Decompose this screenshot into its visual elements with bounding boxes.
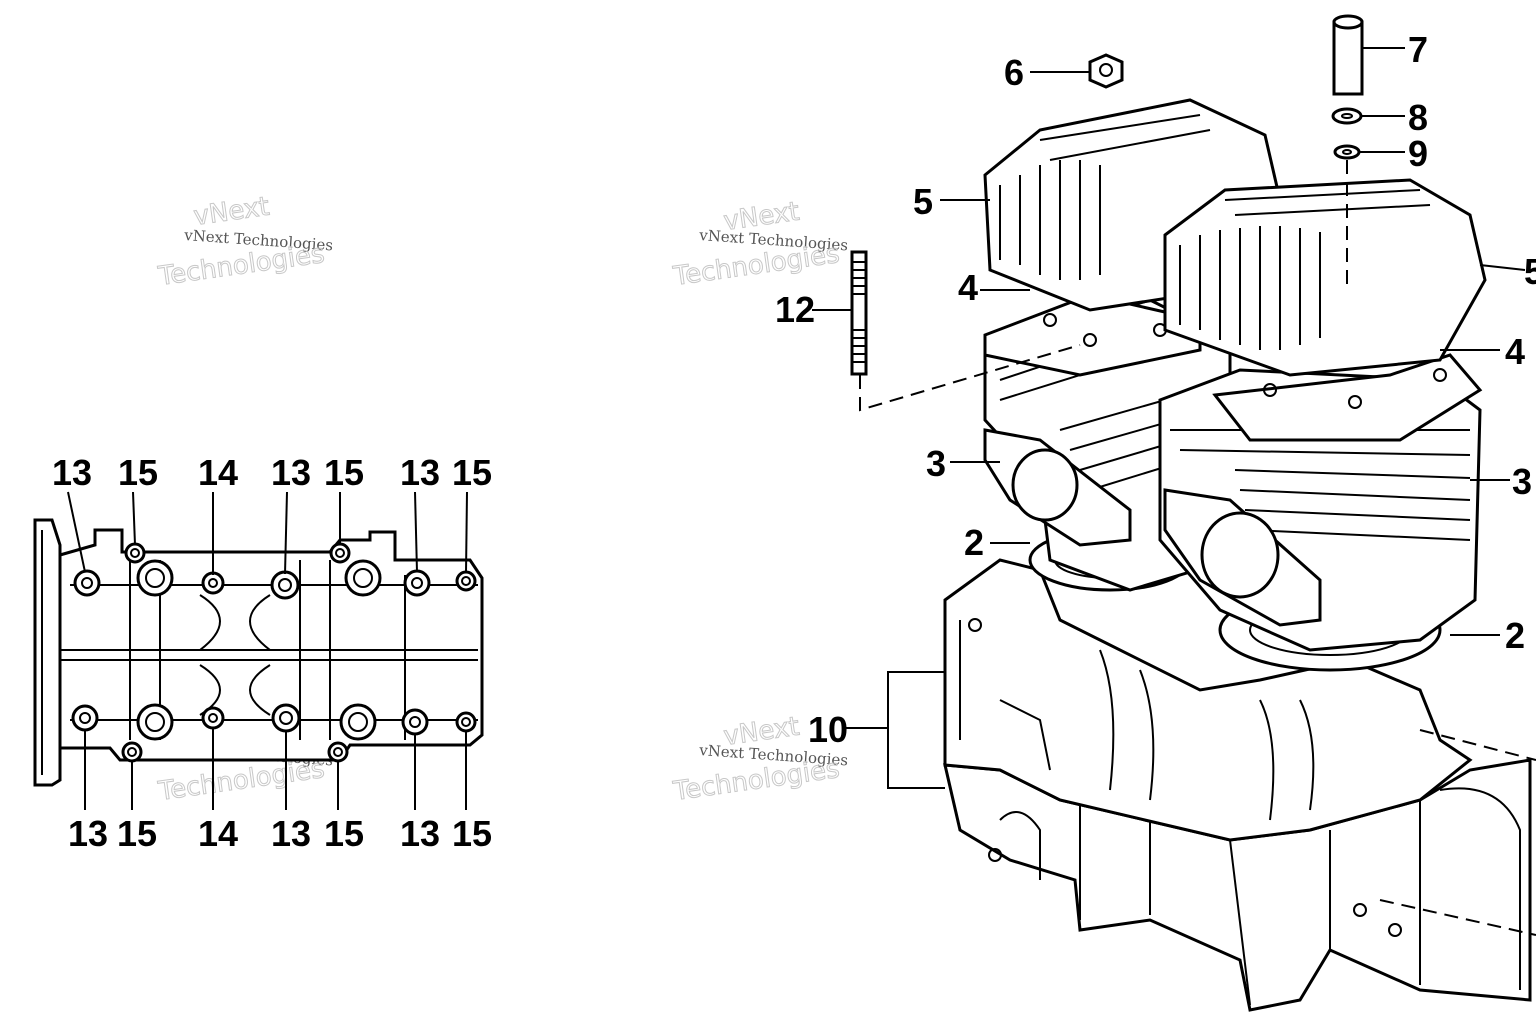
callout-6: 6 xyxy=(1004,52,1024,93)
callout-9: 9 xyxy=(1408,133,1428,174)
callout-3-left: 3 xyxy=(926,443,946,484)
callout-7: 7 xyxy=(1408,29,1428,70)
label-13-bottom-3: 13 xyxy=(400,813,440,854)
callout-2-right: 2 xyxy=(1505,615,1525,656)
label-15-top-2: 15 xyxy=(324,452,364,493)
label-15-top-1: 15 xyxy=(118,452,158,493)
label-13-top-1: 13 xyxy=(52,452,92,493)
label-13-top-2: 13 xyxy=(271,452,311,493)
callout-8: 8 xyxy=(1408,97,1428,138)
label-13-bottom-2: 13 xyxy=(271,813,311,854)
label-13-bottom-1: 13 xyxy=(68,813,108,854)
label-15-top-3: 15 xyxy=(452,452,492,493)
label-13-top-3: 13 xyxy=(400,452,440,493)
label-14-bottom: 14 xyxy=(198,813,238,854)
label-15-bottom-2: 15 xyxy=(324,813,364,854)
label-15-bottom-3: 15 xyxy=(452,813,492,854)
callout-3-right: 3 xyxy=(1512,461,1532,502)
callout-5-right: 5 xyxy=(1524,251,1536,292)
label-14-top: 14 xyxy=(198,452,238,493)
callout-4-left: 4 xyxy=(958,267,978,308)
callout-5-left: 5 xyxy=(913,181,933,222)
svg-text:vNext: vNext xyxy=(192,192,271,232)
callout-leaders xyxy=(812,47,1526,789)
label-15-bottom-1: 15 xyxy=(117,813,157,854)
watermark-left-top: vNext vNext Technologies Technologies xyxy=(155,191,333,292)
callout-2-left: 2 xyxy=(964,522,984,563)
intake-manifold-view xyxy=(33,491,484,810)
callout-12: 12 xyxy=(775,289,815,330)
engine-assembly xyxy=(850,14,1536,1012)
watermark-center-top: vNext vNext Technologies Technologies xyxy=(670,196,848,292)
callout-4-right: 4 xyxy=(1505,331,1525,372)
callout-10: 10 xyxy=(808,709,848,750)
